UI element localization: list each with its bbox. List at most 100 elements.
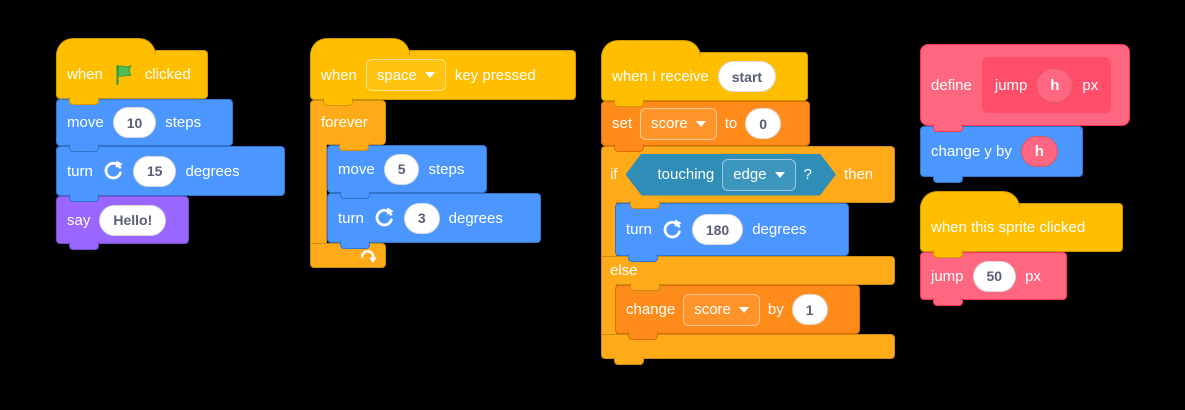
connector-tab	[614, 144, 644, 152]
hat-dome	[56, 38, 156, 55]
label-turn: turn	[338, 209, 364, 227]
dropdown-value: score	[651, 115, 688, 132]
label-set: set	[612, 115, 633, 132]
label-when: when	[321, 66, 357, 84]
dropdown-value: edge	[733, 166, 767, 183]
connector-tab	[340, 191, 370, 199]
hat-dome	[601, 40, 701, 57]
label-move: move	[338, 160, 375, 178]
hat-dome	[920, 191, 1020, 208]
turn-clockwise-icon	[663, 218, 682, 238]
number-input-degrees[interactable]: 180	[691, 214, 744, 245]
connector-tab	[933, 124, 963, 132]
label-degrees: degrees	[448, 209, 503, 227]
connector-tab	[323, 98, 353, 106]
block-change-variable[interactable]: change score by 1	[615, 285, 860, 340]
block-turn-degrees[interactable]: turn 180 degrees	[615, 203, 849, 262]
label-else: else	[610, 262, 638, 279]
number-input-change-value[interactable]: 1	[791, 294, 828, 325]
number-input-steps[interactable]: 5	[383, 153, 420, 185]
label-touching: touching	[657, 166, 715, 183]
connector-tab	[69, 97, 99, 105]
connector-tab	[933, 250, 963, 258]
number-input-degrees[interactable]: 15	[132, 155, 177, 187]
label-turn: turn	[626, 221, 652, 238]
label-when-this-sprite-clicked: when this sprite clicked	[931, 219, 1086, 236]
connector-tab	[933, 175, 963, 183]
block-say[interactable]: say Hello!	[56, 196, 189, 250]
number-input-set-value[interactable]: 0	[745, 108, 782, 139]
variable-dropdown[interactable]: score	[683, 293, 760, 326]
label-jump: jump	[931, 267, 964, 285]
block-move-steps[interactable]: move 5 steps	[327, 145, 487, 199]
block-forever-top[interactable]: forever	[310, 100, 386, 151]
block-turn-degrees[interactable]: turn 15 degrees	[56, 146, 285, 202]
custom-block-prototype[interactable]: jump h px	[981, 57, 1112, 113]
block-move-steps[interactable]: move 10 steps	[56, 99, 233, 152]
label-px: px	[1025, 267, 1041, 285]
block-when-i-receive[interactable]: when I receive start	[601, 40, 808, 107]
block-change-y-by[interactable]: change y by h	[920, 126, 1083, 183]
loop-arrow-icon	[360, 249, 377, 263]
label-change-y-by: change y by	[931, 143, 1012, 160]
label-degrees: degrees	[185, 162, 240, 180]
block-set-variable[interactable]: set score to 0	[601, 101, 810, 152]
connector-tab	[340, 241, 370, 249]
label-define: define	[931, 76, 972, 94]
label-change: change	[626, 301, 676, 318]
number-input-steps[interactable]: 10	[112, 107, 157, 138]
connector-tab	[630, 283, 660, 291]
label-steps: steps	[165, 114, 202, 131]
label-px: px	[1082, 76, 1099, 94]
block-if-else-end[interactable]	[601, 334, 895, 365]
block-turn-degrees[interactable]: turn 3 degrees	[327, 193, 541, 249]
dropdown-caret-icon	[695, 120, 706, 127]
block-jump-px[interactable]: jump 50 px	[920, 252, 1067, 306]
argument-reporter-h[interactable]: h	[1036, 67, 1074, 103]
green-flag-icon	[116, 64, 132, 85]
label-question-mark: ?	[803, 166, 812, 183]
block-when-key-pressed[interactable]: when space key pressed	[310, 38, 576, 106]
label-then: then	[843, 166, 874, 183]
label-to: to	[724, 115, 738, 132]
connector-tab	[339, 143, 369, 151]
touching-target-dropdown[interactable]: edge	[722, 159, 795, 191]
connector-tab	[69, 242, 99, 250]
label-by: by	[767, 301, 784, 318]
block-if-then[interactable]: if touching edge ? then	[601, 146, 895, 209]
connector-tab	[69, 144, 99, 152]
dropdown-caret-icon	[775, 172, 785, 178]
connector-tab	[628, 332, 658, 340]
number-input-jump[interactable]: 50	[972, 260, 1017, 292]
dropdown-value: space	[376, 66, 417, 84]
dropdown-caret-icon	[424, 72, 435, 78]
label-jump: jump	[994, 76, 1028, 94]
block-when-flag-clicked[interactable]: when clicked	[56, 38, 208, 105]
label-steps: steps	[428, 160, 465, 178]
number-input-degrees[interactable]: 3	[403, 202, 440, 234]
label-key-pressed: key pressed	[454, 66, 536, 84]
block-define-hat[interactable]: define jump h px	[920, 44, 1130, 132]
dropdown-caret-icon	[738, 306, 749, 313]
block-touching-condition[interactable]: touching edge ?	[626, 154, 836, 196]
turn-clockwise-icon	[104, 160, 123, 180]
connector-tab	[614, 99, 644, 107]
variable-dropdown[interactable]: score	[640, 107, 717, 140]
block-when-sprite-clicked[interactable]: when this sprite clicked	[920, 191, 1123, 258]
argument-reporter-h[interactable]: h	[1020, 136, 1058, 167]
connector-tab	[69, 194, 99, 202]
label-say: say	[67, 211, 91, 229]
label-forever: forever	[321, 114, 368, 131]
label-clicked: clicked	[144, 66, 191, 83]
key-dropdown[interactable]: space	[365, 59, 446, 91]
label-turn: turn	[67, 162, 93, 180]
label-when-i-receive: when I receive	[612, 68, 709, 85]
dropdown-value: score	[694, 301, 731, 318]
label-degrees: degrees	[752, 221, 807, 238]
text-input-say[interactable]: Hello!	[99, 204, 167, 236]
connector-tab	[630, 201, 660, 209]
connector-tab	[933, 298, 963, 306]
broadcast-dropdown[interactable]: start	[717, 61, 777, 92]
turn-clockwise-icon	[375, 207, 394, 227]
